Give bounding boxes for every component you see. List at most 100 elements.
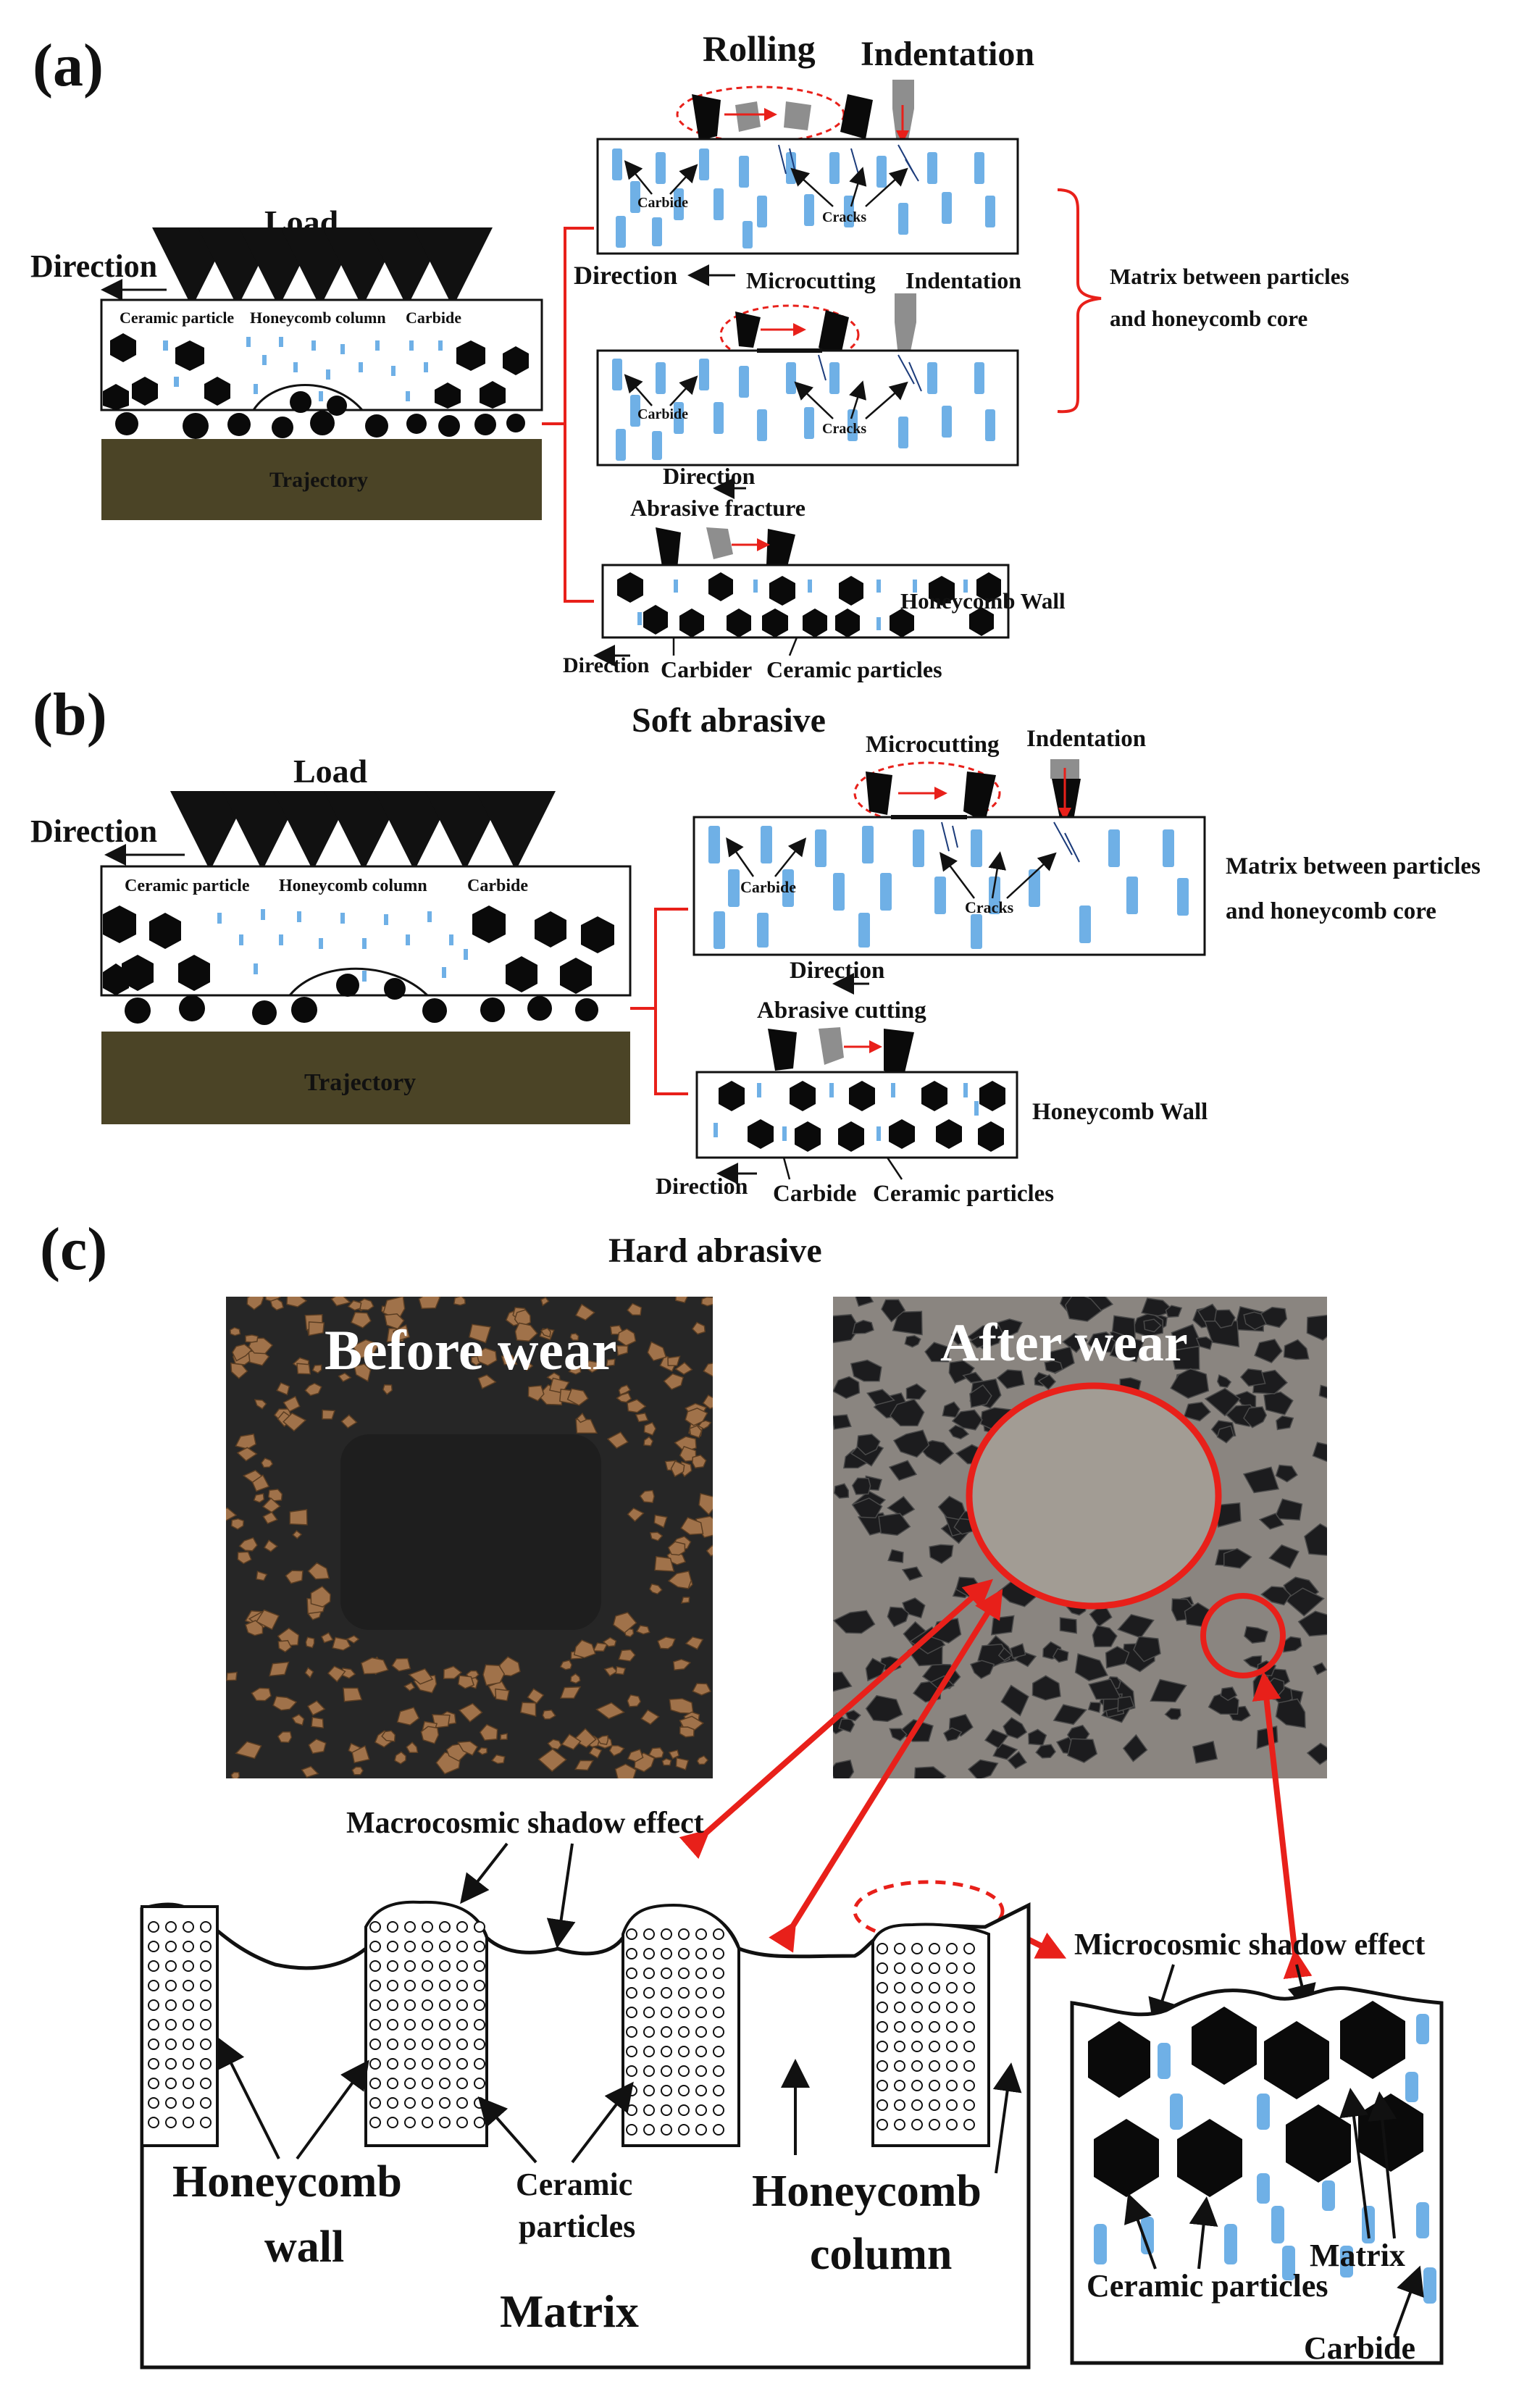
- panel-a-zoom1-direction: Direction: [574, 261, 677, 290]
- panel-a-zoom1-carbide-label: Carbide: [637, 195, 688, 211]
- abrasive-grain: [597, 1735, 609, 1745]
- abrasive-grain: [1170, 1368, 1210, 1400]
- abrasive-grain: [381, 1730, 396, 1742]
- abrasive-grain: [1313, 1662, 1327, 1676]
- ceramic-dot: [626, 1948, 637, 1960]
- ceramic-dot: [963, 2119, 975, 2130]
- abrasive-grain: [568, 1365, 582, 1375]
- abrasive-grain: [283, 1395, 301, 1413]
- ceramic-dot: [456, 2019, 468, 2030]
- abrasive-grain: [1087, 1702, 1102, 1713]
- ceramic-dot: [695, 2007, 707, 2018]
- panel-a-wear-bump: [252, 384, 364, 411]
- abrasive-grain: [1053, 1704, 1087, 1726]
- ceramic-dot: [876, 2080, 888, 2091]
- ceramic-dot: [929, 2060, 940, 2072]
- ceramic-dot: [404, 2078, 416, 2089]
- abrasive-grain: [406, 1741, 419, 1753]
- abrasive-grain: [608, 1744, 625, 1757]
- panel-a-fracture-abrasive-left: [656, 527, 681, 571]
- abrasive-grain: [1065, 1297, 1102, 1322]
- cross-section-schematic: Honeycomb wall Ceramic particles Honeyco…: [140, 1900, 1031, 2370]
- ceramic-dot: [929, 1962, 940, 1974]
- abrasive-grain: [491, 1754, 506, 1765]
- abrasive-grain: [569, 1333, 579, 1341]
- abrasive-grain: [307, 1562, 330, 1580]
- panel-b-cutting-abrasive-right: [884, 1029, 914, 1076]
- abrasive-grain: [588, 1746, 603, 1759]
- panel-b-cutting-abrasive-grey: [819, 1027, 844, 1065]
- micro-ceramic-particles-label: Ceramic particles: [1087, 2268, 1328, 2304]
- abrasive-grain: [570, 1673, 581, 1684]
- abrasive-grain: [476, 1347, 498, 1366]
- abrasive-grain: [1273, 1498, 1303, 1521]
- ceramic-dot: [929, 1943, 940, 1954]
- panel-b-cutter-left: [866, 771, 892, 815]
- ceramic-dot: [678, 2065, 690, 2077]
- abrasive-grain: [235, 1741, 262, 1760]
- ceramic-dot: [643, 2046, 655, 2057]
- ceramic-dot: [439, 2097, 451, 2109]
- abrasive-grain: [685, 1408, 708, 1426]
- abrasive-grain: [263, 1539, 278, 1552]
- ceramic-dot: [643, 2026, 655, 2038]
- ceramic-dot: [200, 2058, 212, 2070]
- abrasive-grain: [627, 1748, 644, 1762]
- micro-shadow-label: Microcosmic shadow effect: [1074, 1928, 1425, 1962]
- ceramic-dot: [876, 2041, 888, 2052]
- abrasive-grain: [277, 1639, 292, 1653]
- after-wear-macro-circle: [966, 1382, 1222, 1610]
- ceramic-dot: [963, 1943, 975, 1954]
- ceramic-dot: [626, 1967, 637, 1979]
- micro-zoom-pointers: [1124, 2088, 1424, 2337]
- abrasive-grain: [1239, 1368, 1266, 1387]
- ceramic-dot: [929, 2021, 940, 2033]
- abrasive-grain: [292, 1530, 303, 1539]
- abrasive-grain: [996, 1369, 1025, 1389]
- abrasive-grain: [1150, 1678, 1187, 1703]
- ceramic-dot: [661, 2085, 672, 2096]
- abrasive-grain: [969, 1335, 991, 1349]
- panel-a-trajectory-label: Trajectory: [269, 468, 368, 492]
- abrasive-grain: [1297, 1610, 1327, 1637]
- ceramic-dot: [713, 1967, 724, 1979]
- abrasive-grain: [833, 1483, 850, 1499]
- ceramic-dot: [695, 2046, 707, 2057]
- panel-a-matrix-label-2: and honeycomb core: [1110, 306, 1307, 331]
- ceramic-dot: [911, 2099, 923, 2111]
- panel-b-abrasive-cutting-label: Abrasive cutting: [757, 997, 926, 1024]
- panel-a-zoom3-carbides: [637, 580, 968, 630]
- panel-a-fracture-abrasive-grey: [706, 527, 733, 559]
- panel-a-abrasive-right: [840, 94, 873, 139]
- ceramic-dot: [439, 1980, 451, 1991]
- ceramic-dot: [200, 2038, 212, 2050]
- abrasive-grain: [514, 1309, 531, 1328]
- ceramic-dot: [439, 1960, 451, 1972]
- ceramic-dot: [678, 1948, 690, 1960]
- abrasive-grain: [649, 1531, 664, 1542]
- abrasive-grain: [305, 1636, 315, 1649]
- panel-a-abrasive-fracture-label: Abrasive fracture: [630, 495, 805, 521]
- ceramic-dot: [713, 2007, 724, 2018]
- abrasive-grain: [639, 1489, 655, 1504]
- ceramic-dot: [911, 1982, 923, 1994]
- abrasive-grain: [636, 1625, 650, 1635]
- abrasive-grain: [573, 1639, 596, 1659]
- abrasive-grain: [1276, 1415, 1294, 1431]
- abrasive-grain: [1268, 1544, 1300, 1569]
- panel-b-zoom1-cracks-label: Cracks: [965, 898, 1014, 916]
- ceramic-dot: [929, 2119, 940, 2130]
- abrasive-grain: [889, 1398, 925, 1427]
- ceramic-dot: [474, 1960, 485, 1972]
- abrasive-grain: [881, 1299, 906, 1323]
- abrasive-grain: [1117, 1696, 1135, 1712]
- abrasive-grain: [574, 1303, 595, 1321]
- abrasive-grain: [235, 1433, 256, 1450]
- abrasive-grain: [833, 1414, 852, 1430]
- abrasive-grain: [255, 1609, 280, 1631]
- ceramic-dot: [474, 2058, 485, 2070]
- ceramic-dot: [678, 1967, 690, 1979]
- abrasive-grain: [606, 1358, 616, 1367]
- abrasive-grain: [559, 1660, 573, 1670]
- ceramic-dot: [456, 1980, 468, 1991]
